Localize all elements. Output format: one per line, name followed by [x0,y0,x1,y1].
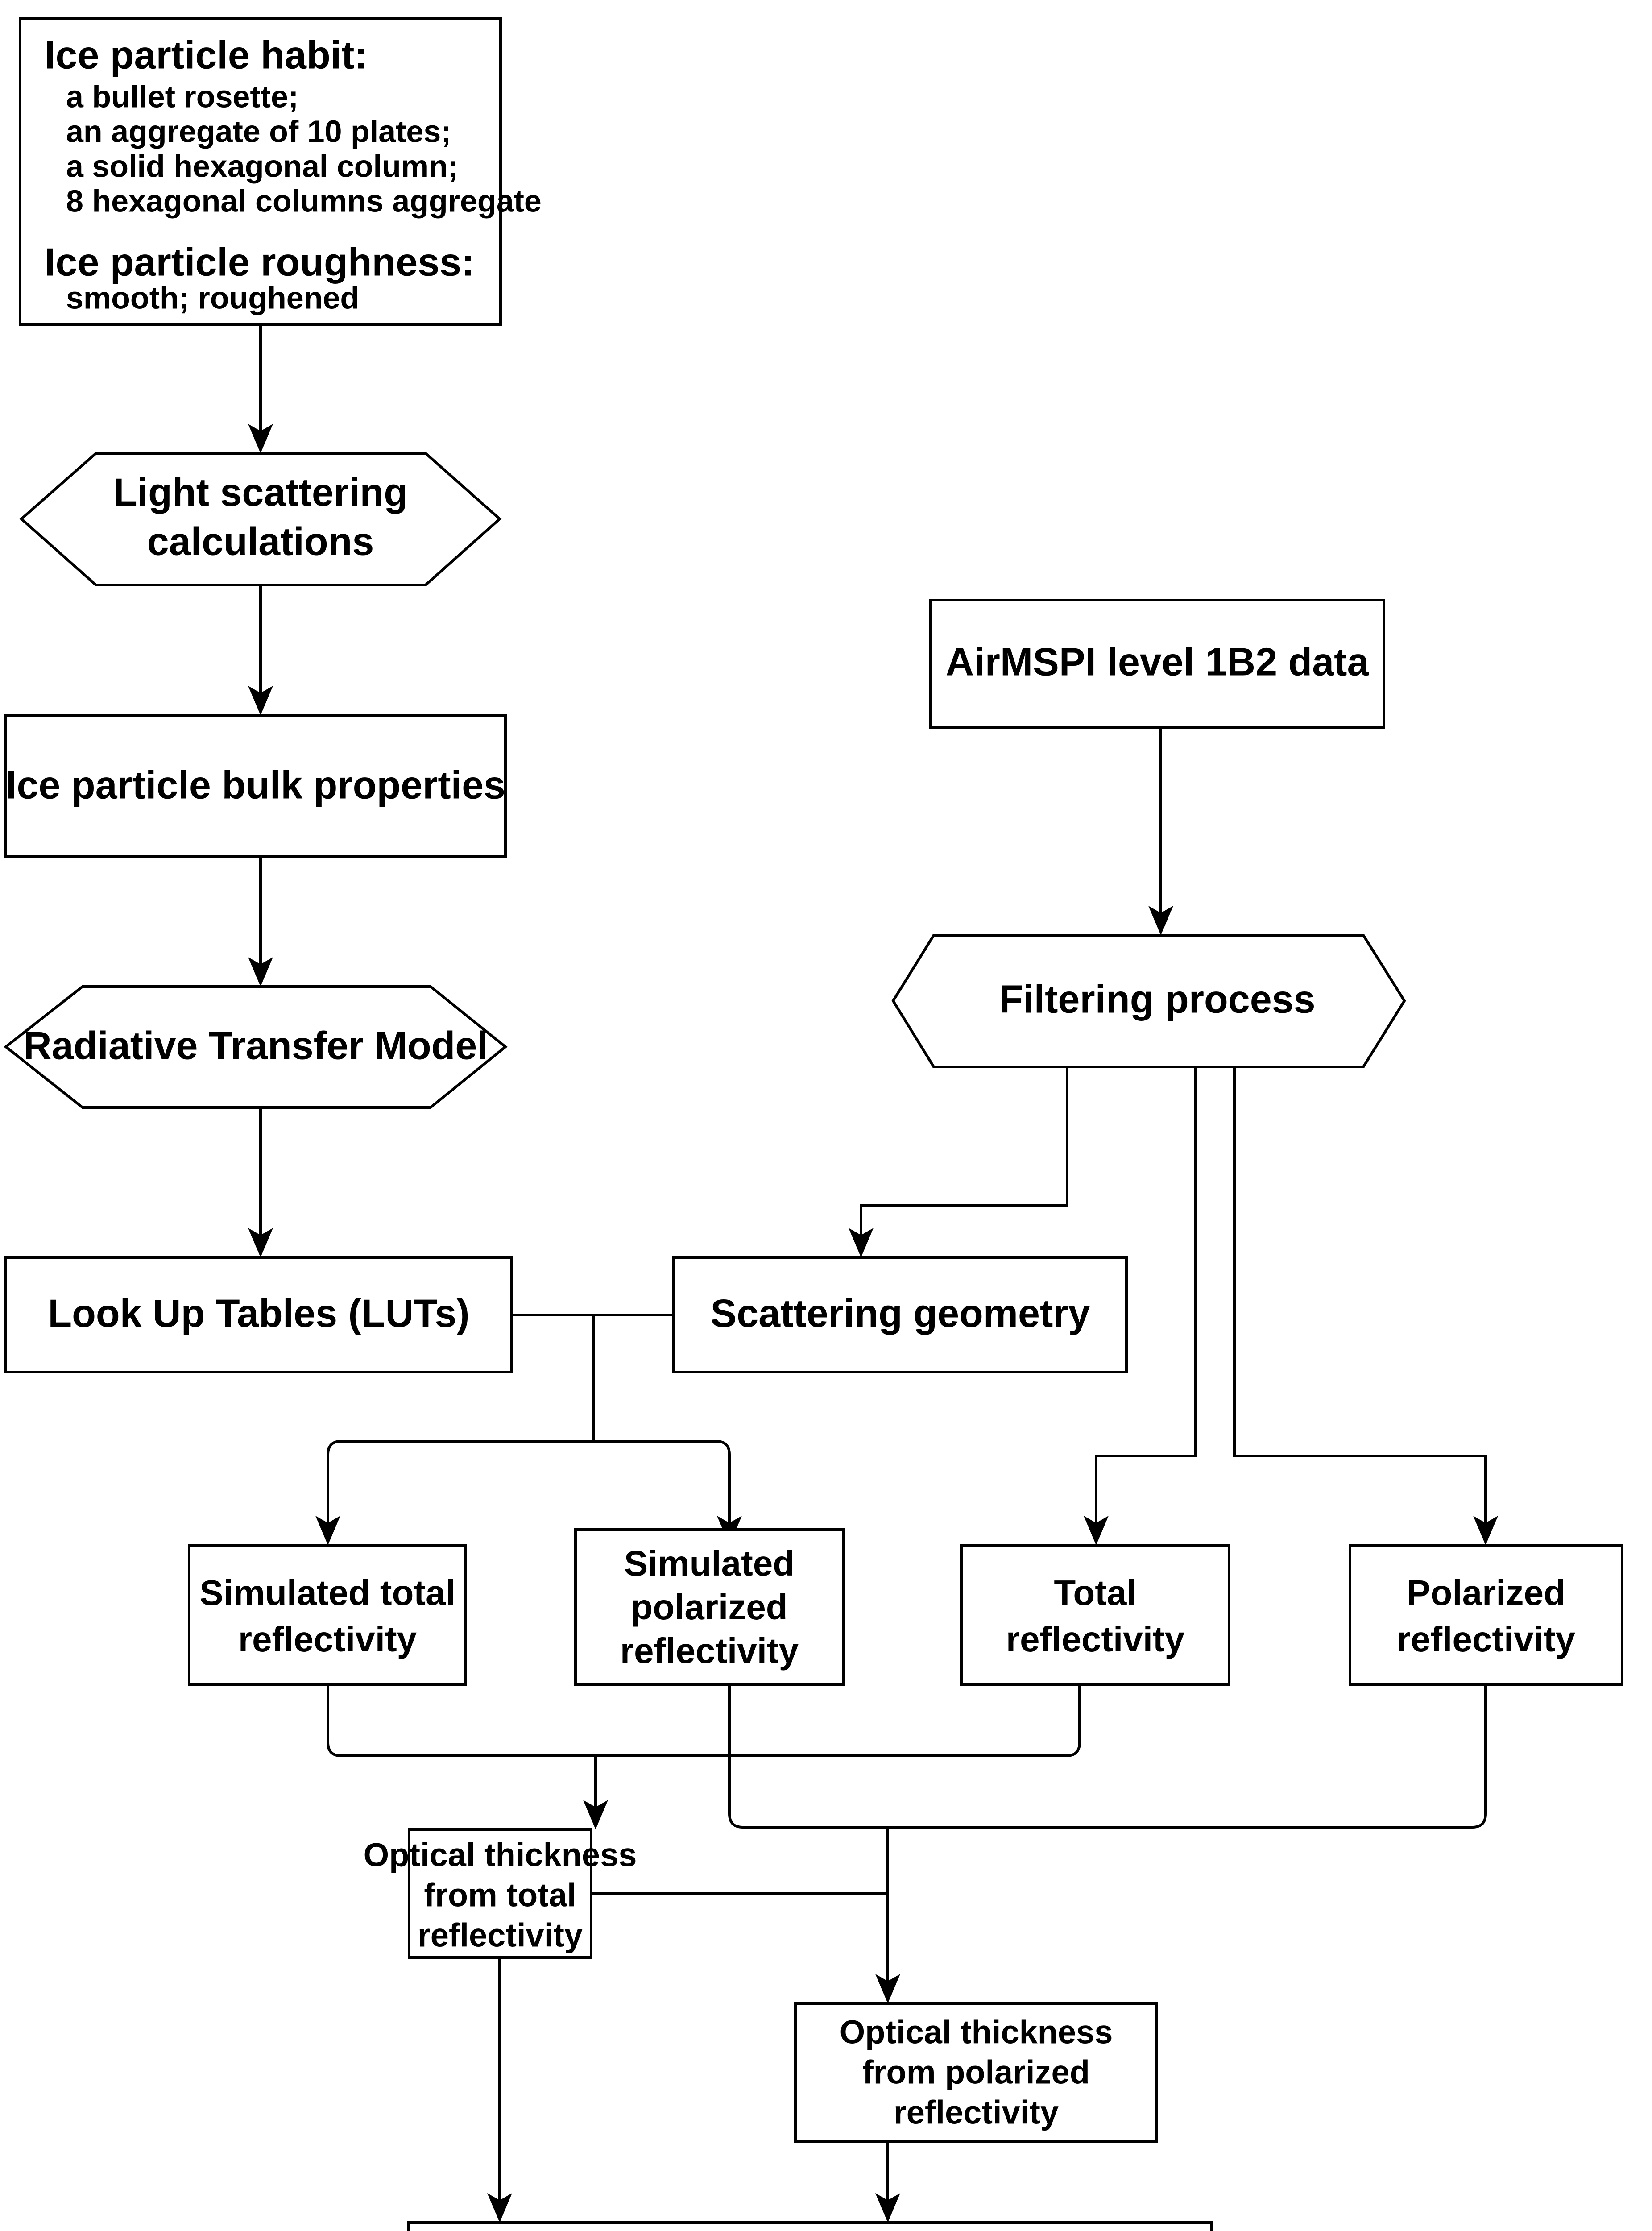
total-reflectivity-line-1: Total [1054,1573,1136,1613]
inputs-heading-roughness: Ice particle roughness: [45,240,474,284]
total-reflectivity-line-2: reflectivity [1006,1619,1185,1659]
edge-rt-model-to-luts [248,1107,273,1257]
node-filtering-process[interactable]: Filtering process [891,934,1406,1068]
ot-total-line-2: from total [424,1877,576,1914]
inputs-habit-item-1: an aggregate of 10 plates; [66,114,451,149]
edge-filtering-to-scattering-geometry [849,1067,1068,1257]
rt-model-label: Radiative Transfer Model [23,1023,488,1067]
airmspi-label: AirMSPI level 1B2 data [946,639,1370,684]
node-look-up-tables[interactable]: Look Up Tables (LUTs) [4,1256,513,1373]
node-airmspi-data[interactable]: AirMSPI level 1B2 data [929,599,1385,729]
edge-optical-thickness-total-to-optimal-model [487,1957,512,2223]
inputs-habit-item-3: 8 hexagonal columns aggregate [66,183,542,218]
node-scattering-geometry[interactable]: Scattering geometry [672,1256,1128,1373]
inputs-habit-item-2: a solid hexagonal column; [66,149,458,183]
node-bulk-properties[interactable]: Ice particle bulk properties [4,714,507,858]
edge-inputs-to-light-scattering [248,324,273,453]
inputs-habit-item-0: a bullet rosette; [66,79,298,114]
node-polarized-reflectivity[interactable]: Polarized reflectivity [1349,1544,1623,1686]
edge-filtering-to-total-reflectivity [1084,1067,1197,1545]
node-optical-thickness-polarized[interactable]: Optical thickness from polarized reflect… [794,2002,1158,2143]
node-total-reflectivity[interactable]: Total reflectivity [960,1544,1230,1686]
node-light-scattering-calculations[interactable]: Light scattering calculations [19,452,502,586]
light-scattering-line-1: Light scattering [113,470,408,514]
filtering-label: Filtering process [999,977,1315,1021]
ot-polarized-line-1: Optical thickness [840,2014,1113,2051]
node-simulated-polarized-reflectivity[interactable]: Simulated polarized reflectivity [574,1528,845,1686]
edge-merge-to-optical-thickness-polarized [728,1684,1487,2003]
node-optimal-ice-particle-model[interactable]: The optimal ice particle model [407,2221,1213,2231]
edge-bulk-properties-to-rt-model [248,857,273,987]
scattering-geometry-label: Scattering geometry [711,1291,1090,1335]
edge-airmspi-to-filtering [1148,727,1173,935]
edge-filtering-to-polarized-reflectivity [1233,1067,1498,1545]
polarized-reflectivity-line-2: reflectivity [1397,1619,1576,1659]
node-inputs-box[interactable]: Ice particle habit: a bullet rosette; an… [19,17,542,326]
ot-total-line-1: Optical thickness [364,1837,637,1874]
sim-total-line-2: reflectivity [238,1619,417,1659]
edge-light-scattering-to-bulk-properties [248,585,273,715]
node-simulated-total-reflectivity[interactable]: Simulated total reflectivity [188,1544,467,1686]
node-radiative-transfer-model[interactable]: Radiative Transfer Model [4,985,508,1109]
edge-merge-to-optical-thickness-total [327,1684,1081,1829]
edge-optical-thickness-polarized-to-optimal-model [875,2142,900,2223]
ot-total-line-3: reflectivity [418,1917,583,1954]
sim-polarized-line-2: polarized [631,1587,787,1627]
light-scattering-line-2: calculations [147,519,374,563]
luts-label: Look Up Tables (LUTs) [48,1291,469,1335]
inputs-heading-habit: Ice particle habit: [45,33,368,77]
ot-polarized-line-3: reflectivity [894,2094,1059,2131]
ot-polarized-line-2: from polarized [862,2054,1090,2091]
inputs-roughness-item-0: smooth; roughened [66,280,359,315]
bulk-properties-label: Ice particle bulk properties [6,763,505,807]
sim-total-line-1: Simulated total [199,1573,455,1613]
polarized-reflectivity-line-1: Polarized [1407,1573,1565,1613]
edge-luts-to-simulated-reflectivities [315,1315,742,1545]
node-optical-thickness-total[interactable]: Optical thickness from total reflectivit… [364,1828,637,1959]
sim-polarized-line-1: Simulated [624,1543,795,1583]
sim-polarized-line-3: reflectivity [620,1631,799,1671]
